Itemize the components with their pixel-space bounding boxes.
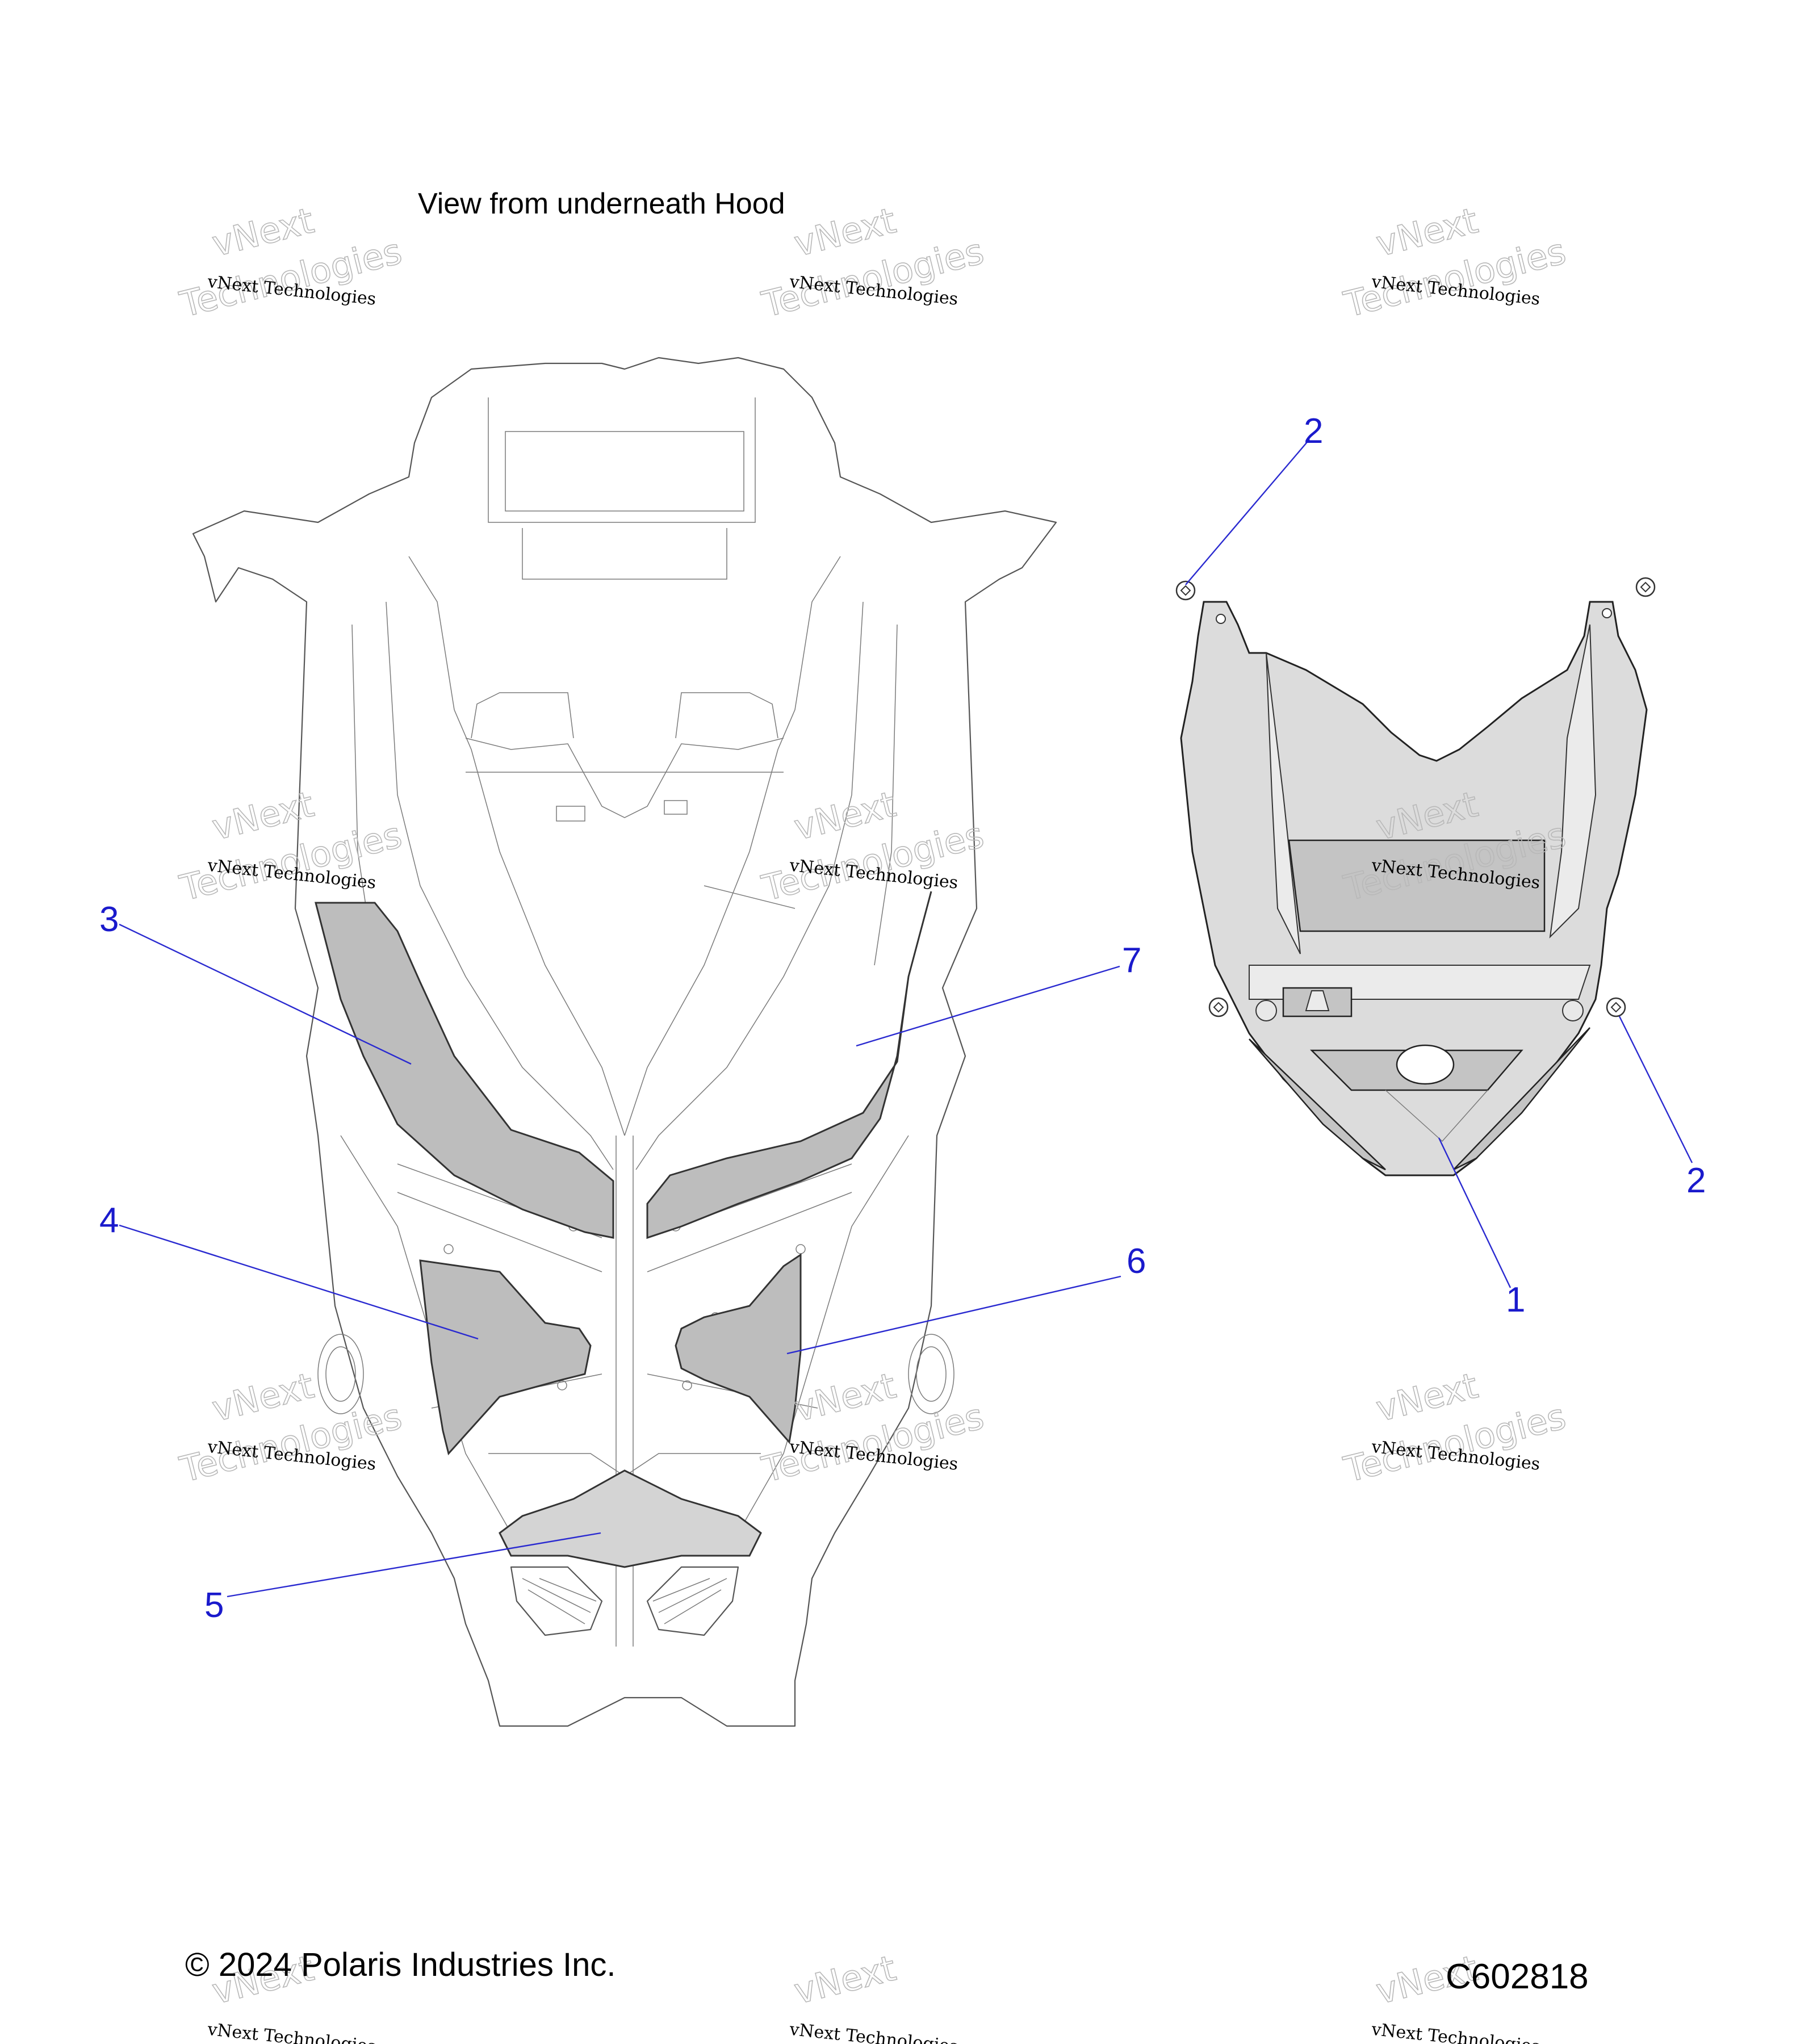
rivet-upper-left	[1175, 580, 1196, 601]
callout-5: 5	[204, 1586, 224, 1625]
rivet-lower-left	[1208, 997, 1229, 1017]
leader-6	[786, 1275, 1121, 1355]
watermark: vNext Technologies vNext Technologies	[757, 783, 989, 910]
copyright-text: © 2024 Polaris Industries Inc.	[185, 1946, 616, 1983]
pad-7-upper-right	[646, 891, 932, 1239]
callout-7: 7	[1122, 941, 1141, 980]
leader-7	[856, 965, 1120, 1047]
watermark: vNext Technologies vNext Technologies	[1339, 199, 1571, 326]
leader-lines	[119, 439, 1693, 1598]
rivet-upper-right	[1635, 577, 1656, 597]
svg-text:vNext Technologies: vNext Technologies	[206, 2020, 377, 2044]
pad-4-lower-left	[419, 1259, 592, 1456]
rivet-lower-right	[1606, 997, 1626, 1017]
watermark: vNext Technologies vNext Technologies	[175, 1364, 407, 1491]
view-caption: View from underneath Hood	[418, 187, 785, 220]
pad-6-lower-right	[675, 1253, 802, 1444]
leader-2-upper	[1185, 439, 1310, 585]
watermark: vNext Technologies vNext Technologies	[175, 783, 407, 910]
watermark: vNext Technologies vNext Technologies	[1339, 1364, 1571, 1491]
leader-4	[119, 1224, 479, 1340]
hood-outline	[192, 357, 1057, 1727]
callout-4: 4	[99, 1201, 119, 1240]
watermark: vNext Technologies vNext Technologies	[175, 199, 407, 326]
callout-2-lower: 2	[1686, 1161, 1706, 1200]
svg-text:vNext Technologies: vNext Technologies	[1370, 2020, 1541, 2044]
callout-2-upper: 2	[1304, 412, 1323, 451]
leader-2-lower	[1618, 1016, 1693, 1163]
svg-text:vNext Technologies: vNext Technologies	[788, 2020, 959, 2044]
callout-3: 3	[99, 900, 119, 939]
push-rivets	[1175, 577, 1656, 1017]
svg-text:vNext: vNext	[790, 1947, 899, 2012]
pad-5-front-center	[499, 1469, 762, 1568]
callout-1: 1	[1506, 1280, 1525, 1320]
hood-assembly	[192, 357, 1057, 1727]
watermark: vNext Technologies vNext Technologies	[757, 199, 989, 326]
pad-3-upper-left	[315, 902, 614, 1239]
callout-6: 6	[1127, 1242, 1146, 1281]
watermark: vNext vNext Technologies	[788, 1947, 959, 2044]
leader-3	[119, 923, 412, 1065]
skid-plate-assembly	[1180, 601, 1648, 1176]
leader-1	[1438, 1137, 1512, 1288]
leader-5	[227, 1532, 601, 1598]
drawing-code: C602818	[1446, 1957, 1589, 1996]
